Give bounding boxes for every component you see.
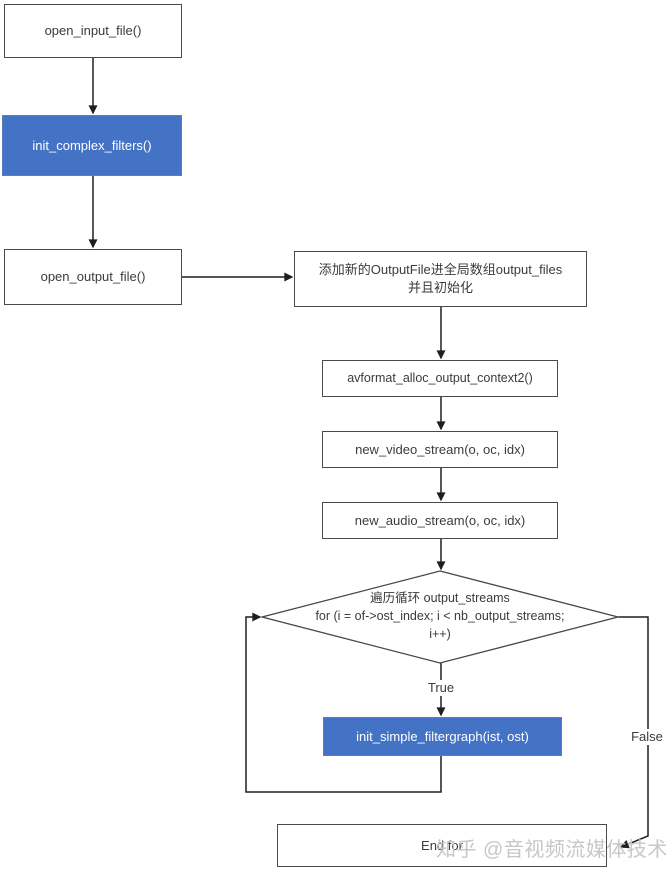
node-add-output-file-line1: 添加新的OutputFile进全局数组output_files [318, 262, 563, 278]
node-new-video-stream-label: new_video_stream(o, oc, idx) [355, 441, 525, 457]
decision-diamond [259, 570, 621, 664]
edge-label-false: False [618, 729, 671, 745]
decision-loop-line1: 遍历循环 output_streams [370, 591, 510, 605]
edge-label-true: True [411, 680, 471, 696]
node-init-complex-filters-label: init_complex_filters() [32, 137, 152, 153]
decision-loop-text: 遍历循环 output_streams for (i = of->ost_ind… [270, 589, 610, 643]
zhihu-watermark: 知乎 @音视频流媒体技术 [436, 839, 668, 861]
node-open-input-file-label: open_input_file() [44, 23, 142, 39]
node-new-audio-stream-label: new_audio_stream(o, oc, idx) [354, 512, 526, 528]
node-avformat-label: avformat_alloc_output_context2() [347, 371, 533, 386]
node-open-output-file-label: open_output_file() [40, 269, 146, 285]
node-open-output-file: open_output_file() [4, 249, 182, 305]
node-add-output-file: 添加新的OutputFile进全局数组output_files 并且初始化 [294, 251, 587, 307]
node-avformat-alloc-output-context2: avformat_alloc_output_context2() [322, 360, 558, 397]
node-end-for-label: End for [421, 837, 463, 853]
node-end-for: End for [277, 824, 607, 867]
node-new-video-stream: new_video_stream(o, oc, idx) [322, 431, 558, 468]
node-new-audio-stream: new_audio_stream(o, oc, idx) [322, 502, 558, 539]
arrow-loopback-to-decision [245, 612, 442, 793]
node-open-input-file: open_input_file() [4, 4, 182, 58]
decision-loop-line2: for (i = of->ost_index; i < nb_output_st… [315, 609, 565, 624]
node-add-output-file-line2: 并且初始化 [407, 280, 473, 295]
node-init-complex-filters: init_complex_filters() [2, 115, 182, 176]
decision-loop-line3: i++) [429, 627, 451, 642]
node-init-simple-filtergraph-label: init_simple_filtergraph(ist, ost) [356, 728, 529, 744]
node-init-simple-filtergraph: init_simple_filtergraph(ist, ost) [323, 717, 562, 756]
arrow-decision-false-to-end-for [618, 616, 649, 849]
